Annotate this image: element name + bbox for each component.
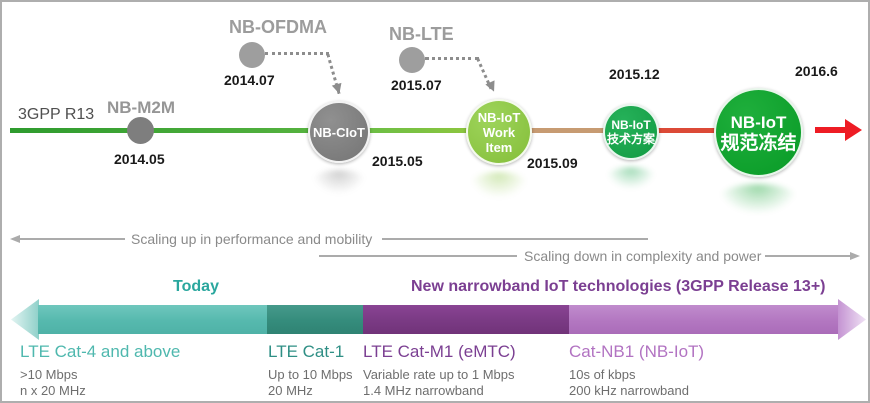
scaling-up-line — [382, 238, 648, 240]
scaling-down-line — [765, 255, 850, 257]
reflection — [718, 184, 798, 214]
band-left-chevron-icon — [11, 299, 39, 340]
category-spec: 10s of kbps — [569, 367, 636, 382]
timeline-arrowhead-icon — [845, 119, 862, 141]
reflection — [470, 172, 528, 198]
dotted-arrowhead-icon — [331, 82, 345, 96]
milestone-date-spec-freeze: 2016.6 — [795, 63, 838, 79]
timeline-segment-green — [10, 128, 310, 133]
technology-band — [38, 305, 840, 334]
category-lte-cat-m1: LTE Cat-M1 (eMTC) Variable rate up to 1 … — [363, 342, 516, 399]
milestone-name-nb-lte: NB-LTE — [389, 24, 454, 44]
new-technologies-header: New narrowband IoT technologies (3GPP Re… — [411, 278, 826, 295]
scaling-down-label: Scaling down in complexity and power — [524, 248, 762, 264]
category-spec: n x 20 MHz — [20, 383, 86, 398]
band-segment-cat-nb1 — [569, 305, 840, 334]
category-lte-cat4: LTE Cat-4 and above >10 Mbps n x 20 MHz — [20, 342, 180, 399]
category-title: LTE Cat-4 and above — [20, 342, 181, 361]
scaling-up-line — [19, 238, 125, 240]
milestone-date-nb-ciot: 2015.05 — [372, 153, 423, 169]
circle-label-line2: 规范冻结 — [720, 132, 797, 154]
category-cat-nb1: Cat-NB1 (NB-IoT) 10s of kbps 200 kHz nar… — [569, 342, 704, 399]
scaling-down-line — [319, 255, 517, 257]
scaling-down-arrowhead-icon — [850, 252, 860, 260]
milestone-date-nb-m2m: 2014.05 — [114, 151, 165, 167]
band-segment-lte-cat-m1 — [363, 305, 569, 334]
timeline-segment-light-green — [368, 128, 467, 133]
timeline-segment-orange-red — [656, 128, 715, 133]
category-lte-cat1: LTE Cat-1 Up to 10 Mbps 20 MHz — [268, 342, 353, 399]
milestone-name-nb-m2m: NB-M2M — [107, 98, 175, 117]
milestone-circle-nb-iot-tech-plan: NB-IoT 技术方案 — [603, 104, 659, 160]
dotted-connector-nb-lte — [425, 57, 479, 60]
dotted-connector-nb-ofdma — [265, 52, 329, 55]
dotted-arrowhead-icon — [485, 80, 499, 94]
category-spec: 1.4 MHz narrowband — [363, 383, 484, 398]
milestone-circle-nb-iot-work-item: NB-IoT Work Item — [466, 99, 532, 165]
today-header: Today — [173, 278, 219, 295]
milestone-dot-nb-m2m — [127, 117, 154, 144]
category-title: LTE Cat-M1 (eMTC) — [363, 342, 516, 361]
milestone-circle-nb-ciot: NB-CIoT — [308, 101, 370, 163]
scaling-up-label: Scaling up in performance and mobility — [131, 231, 373, 247]
milestone-name-nb-ofdma: NB-OFDMA — [229, 17, 327, 37]
release-label: 3GPP R13 — [18, 106, 95, 123]
category-title: Cat-NB1 (NB-IoT) — [569, 342, 705, 361]
category-spec: >10 Mbps — [20, 367, 78, 382]
scaling-up-arrowhead-icon — [10, 235, 20, 243]
timeline-arrow-shaft — [815, 127, 846, 133]
milestone-date-nb-ofdma: 2014.07 — [224, 72, 275, 88]
milestone-date-tech-plan: 2015.12 — [609, 66, 660, 82]
milestone-circle-nb-iot-spec-freeze: NB-IoT 规范冻结 — [714, 88, 803, 177]
category-spec: 200 kHz narrowband — [569, 383, 689, 398]
band-segment-lte-cat1 — [267, 305, 363, 334]
circle-label: NB-IoT — [477, 109, 521, 125]
milestone-date-work-item: 2015.09 — [527, 155, 578, 171]
category-spec: Up to 10 Mbps — [268, 367, 353, 382]
category-spec: 20 MHz — [268, 383, 313, 398]
circle-label: NB-CIoT — [313, 124, 365, 140]
category-title: LTE Cat-1 — [268, 342, 345, 361]
circle-label: NB-IoT — [611, 118, 651, 132]
category-spec: Variable rate up to 1 Mbps — [363, 367, 515, 382]
band-right-chevron-icon — [838, 299, 866, 340]
milestone-dot-nb-lte — [399, 47, 425, 73]
circle-label-line2: Work Item — [482, 124, 516, 155]
reflection — [312, 170, 366, 194]
circle-label-line2: 技术方案 — [606, 132, 655, 146]
band-segment-lte-cat4 — [38, 305, 267, 334]
milestone-dot-nb-ofdma — [239, 42, 265, 68]
reflection — [606, 167, 656, 189]
timeline-segment-tan — [531, 128, 604, 133]
circle-label: NB-IoT — [730, 112, 787, 132]
milestone-date-nb-lte: 2015.07 — [391, 77, 442, 93]
